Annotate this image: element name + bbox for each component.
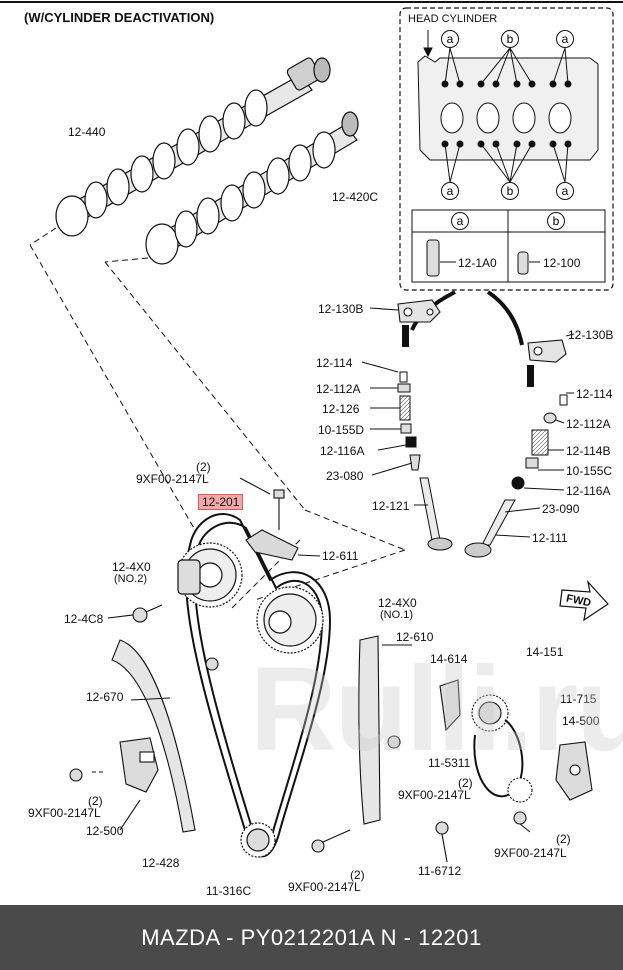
part-12-420c: 12-420C — [332, 190, 379, 204]
part-9xf-3: 9XF00-2147L — [28, 806, 101, 820]
watermark: Rulli.ru — [250, 642, 623, 776]
part-12-126: 12-126 — [322, 402, 360, 416]
part-12-440: 12-440 — [68, 125, 106, 139]
part-12-130b-right: 12-130B — [568, 328, 614, 342]
part-9xf-qty-1: (2) — [196, 460, 211, 474]
part-11-5311: 11-5311 — [428, 756, 471, 770]
callout-a-top-left: a — [441, 30, 459, 48]
part-12-121: 12-121 — [372, 499, 410, 513]
legend-part-b: 12-100 — [543, 256, 581, 270]
part-12-114-right: 12-114 — [576, 387, 613, 401]
head-cylinder-drawing — [411, 30, 606, 283]
part-12-4x0-no1: 12-4X0 — [378, 596, 417, 610]
part-12-4c8: 12-4C8 — [64, 612, 104, 626]
callout-a-bottom-left: a — [441, 182, 459, 200]
diagram-drawing — [0, 1, 623, 863]
part-10-155c: 10-155C — [566, 464, 613, 478]
part-12-670: 12-670 — [86, 690, 124, 704]
part-11-715: 11-715 — [560, 692, 597, 706]
callout-b-top: b — [501, 30, 519, 48]
footer-bar: MAZDA - PY0212201A N - 12201 — [0, 905, 623, 970]
part-12-111: 12-111 — [532, 531, 568, 545]
part-12-4x0-no2: 12-4X0 — [112, 560, 151, 574]
footer-part-number: MAZDA - PY0212201A N - 12201 — [141, 925, 482, 950]
part-12-610: 12-610 — [396, 630, 434, 644]
part-9xf-qty-2: (2) — [458, 776, 473, 790]
legend-key-b: b — [547, 212, 565, 230]
part-no2: (NO.2) — [114, 573, 147, 585]
part-12-428: 12-428 — [142, 856, 180, 870]
part-11-6712: 11-6712 — [418, 864, 462, 878]
part-9xf-qty-3: (2) — [88, 794, 103, 808]
part-14-614: 14-614 — [430, 652, 468, 666]
callout-a-bottom-right: a — [556, 182, 574, 200]
diagram-title: (W/CYLINDER DEACTIVATION) — [24, 10, 215, 25]
camshaft-12-440 — [55, 57, 331, 237]
part-23-080: 23-080 — [326, 469, 364, 483]
part-12-112a-left: 12-112A — [316, 382, 361, 396]
part-9xf-qty-5: (2) — [556, 832, 571, 846]
legend-key-a: a — [451, 212, 469, 230]
part-12-500: 12-500 — [86, 824, 124, 838]
part-12-114-left: 12-114 — [316, 356, 353, 370]
part-23-090: 23-090 — [542, 502, 580, 516]
part-14-151: 14-151 — [526, 645, 564, 659]
part-12-116a-left: 12-116A — [320, 444, 365, 458]
part-12-114b: 12-114B — [566, 444, 611, 458]
part-12-116a-right: 12-116A — [566, 484, 611, 498]
part-14-500: 14-500 — [562, 714, 600, 728]
part-11-316c: 11-316C — [206, 884, 252, 898]
part-12-201-highlighted: 12-201 — [198, 494, 244, 510]
part-no1: (NO.1) — [380, 609, 413, 621]
part-9xf-2: 9XF00-2147L — [398, 788, 471, 802]
legend-part-a: 12-1A0 — [458, 256, 497, 270]
parts-diagram: (W/CYLINDER DEACTIVATION) HEAD CYLINDER … — [0, 1, 623, 898]
part-9xf-1: 9XF00-2147L — [136, 472, 209, 486]
part-12-130b-left: 12-130B — [318, 302, 364, 316]
part-9xf-4: 9XF00-2147L — [288, 880, 361, 894]
part-12-112a-right: 12-112A — [566, 417, 611, 431]
part-10-155d: 10-155D — [318, 423, 365, 437]
part-9xf-qty-4: (2) — [350, 868, 365, 882]
camshaft-12-420c — [145, 111, 359, 265]
head-cylinder-label: HEAD CYLINDER — [408, 13, 498, 25]
part-12-611: 12-611 — [322, 549, 359, 563]
callout-b-bottom: b — [501, 182, 519, 200]
part-9xf-5: 9XF00-2147L — [494, 846, 567, 860]
callout-a-top-right: a — [556, 30, 574, 48]
